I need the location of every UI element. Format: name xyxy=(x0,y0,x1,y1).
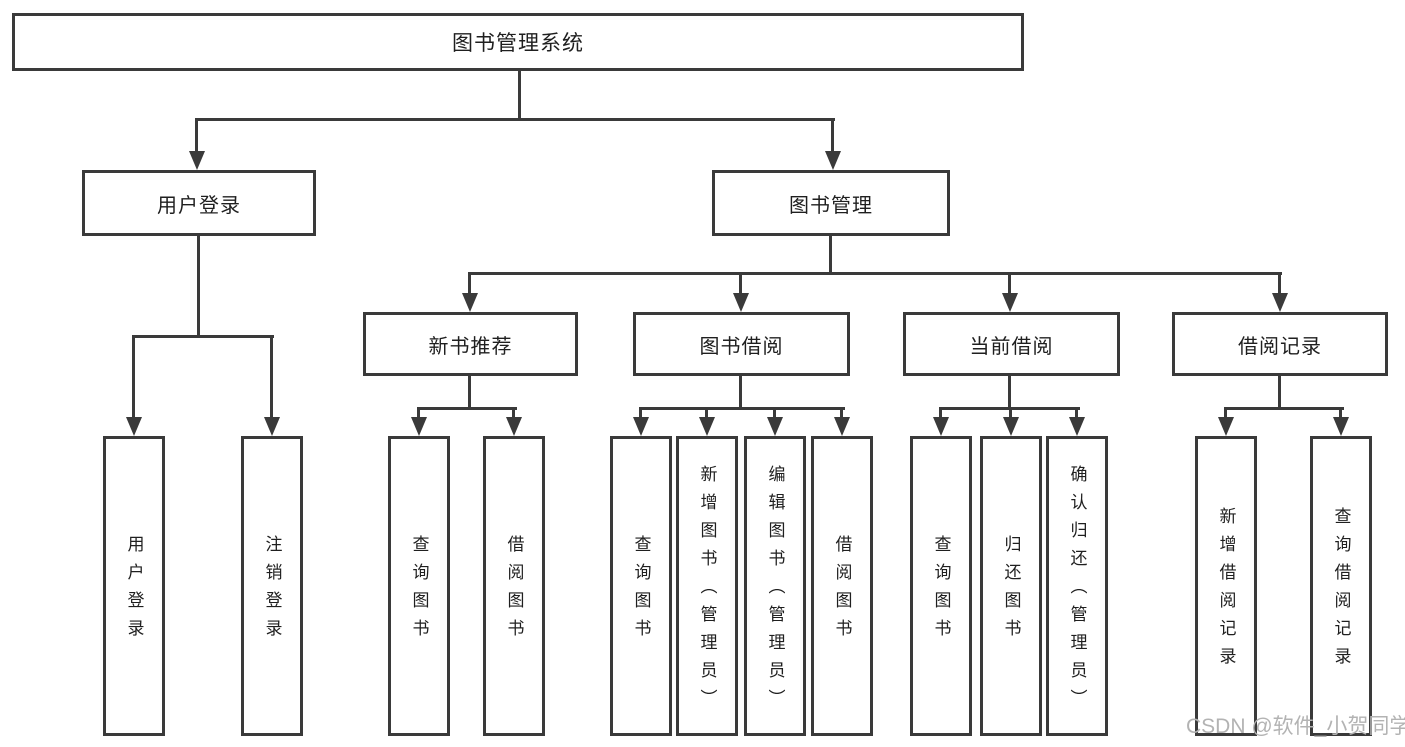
node-current-borrowing: 当前借阅 xyxy=(903,312,1120,376)
arrowhead-down-icon xyxy=(1272,293,1288,312)
connector-bar xyxy=(132,335,274,338)
connector-bar xyxy=(417,407,517,410)
connector-drop xyxy=(468,272,471,306)
leaf-return-books: 归还图书 xyxy=(980,436,1042,736)
arrowhead-down-icon xyxy=(834,417,850,436)
arrowhead-down-icon xyxy=(825,151,841,170)
connector-drop xyxy=(195,118,198,164)
arrowhead-down-icon xyxy=(1069,417,1085,436)
leaf-add-borrow-record: 新增借阅记录 xyxy=(1195,436,1257,736)
arrowhead-down-icon xyxy=(699,417,715,436)
arrowhead-down-icon xyxy=(264,417,280,436)
node-borrowing-records: 借阅记录 xyxy=(1172,312,1388,376)
connector-stem xyxy=(1278,376,1281,410)
leaf-query-books-borrowing: 查询图书 xyxy=(610,436,672,736)
node-user-login: 用户登录 xyxy=(82,170,316,236)
connector-stem xyxy=(197,235,200,338)
arrowhead-down-icon xyxy=(933,417,949,436)
connector-bar xyxy=(1224,407,1344,410)
arrowhead-down-icon xyxy=(506,417,522,436)
node-book-management: 图书管理 xyxy=(712,170,950,236)
connector-bar xyxy=(468,272,1282,275)
leaf-borrow-books-recommend: 借阅图书 xyxy=(483,436,545,736)
leaf-add-books-admin: 新增图书（管理员） xyxy=(676,436,738,736)
arrowhead-down-icon xyxy=(462,293,478,312)
leaf-query-borrow-record: 查询借阅记录 xyxy=(1310,436,1372,736)
arrowhead-down-icon xyxy=(633,417,649,436)
connector-drop xyxy=(270,335,273,430)
leaf-logout: 注销登录 xyxy=(241,436,303,736)
leaf-borrow-books-borrowing: 借阅图书 xyxy=(811,436,873,736)
node-new-book-recommendation: 新书推荐 xyxy=(363,312,578,376)
connector-stem xyxy=(1008,376,1011,410)
node-book-borrowing: 图书借阅 xyxy=(633,312,850,376)
leaf-confirm-return-admin: 确认归还（管理员） xyxy=(1046,436,1108,736)
leaf-edit-books-admin: 编辑图书（管理员） xyxy=(744,436,806,736)
connector-bar xyxy=(196,118,835,121)
arrowhead-down-icon xyxy=(1003,417,1019,436)
connector-stem xyxy=(518,70,521,121)
connector-bar xyxy=(639,407,845,410)
leaf-user-login: 用户登录 xyxy=(103,436,165,736)
connector-stem xyxy=(468,376,471,410)
connector-drop xyxy=(132,335,135,430)
arrowhead-down-icon xyxy=(767,417,783,436)
node-library-management-system: 图书管理系统 xyxy=(12,13,1024,71)
connector-drop xyxy=(831,118,834,164)
arrowhead-down-icon xyxy=(1333,417,1349,436)
leaf-query-books-current: 查询图书 xyxy=(910,436,972,736)
csdn-watermark: CSDN @软件_小贺同学 xyxy=(1186,715,1405,738)
arrowhead-down-icon xyxy=(189,151,205,170)
connector-drop xyxy=(1278,272,1281,306)
arrowhead-down-icon xyxy=(1218,417,1234,436)
connector-drop xyxy=(739,272,742,306)
leaf-query-books-recommend: 查询图书 xyxy=(388,436,450,736)
connector-drop xyxy=(1008,272,1011,306)
arrowhead-down-icon xyxy=(1002,293,1018,312)
arrowhead-down-icon xyxy=(411,417,427,436)
connector-stem xyxy=(739,376,742,410)
arrowhead-down-icon xyxy=(733,293,749,312)
arrowhead-down-icon xyxy=(126,417,142,436)
connector-stem xyxy=(829,235,832,275)
